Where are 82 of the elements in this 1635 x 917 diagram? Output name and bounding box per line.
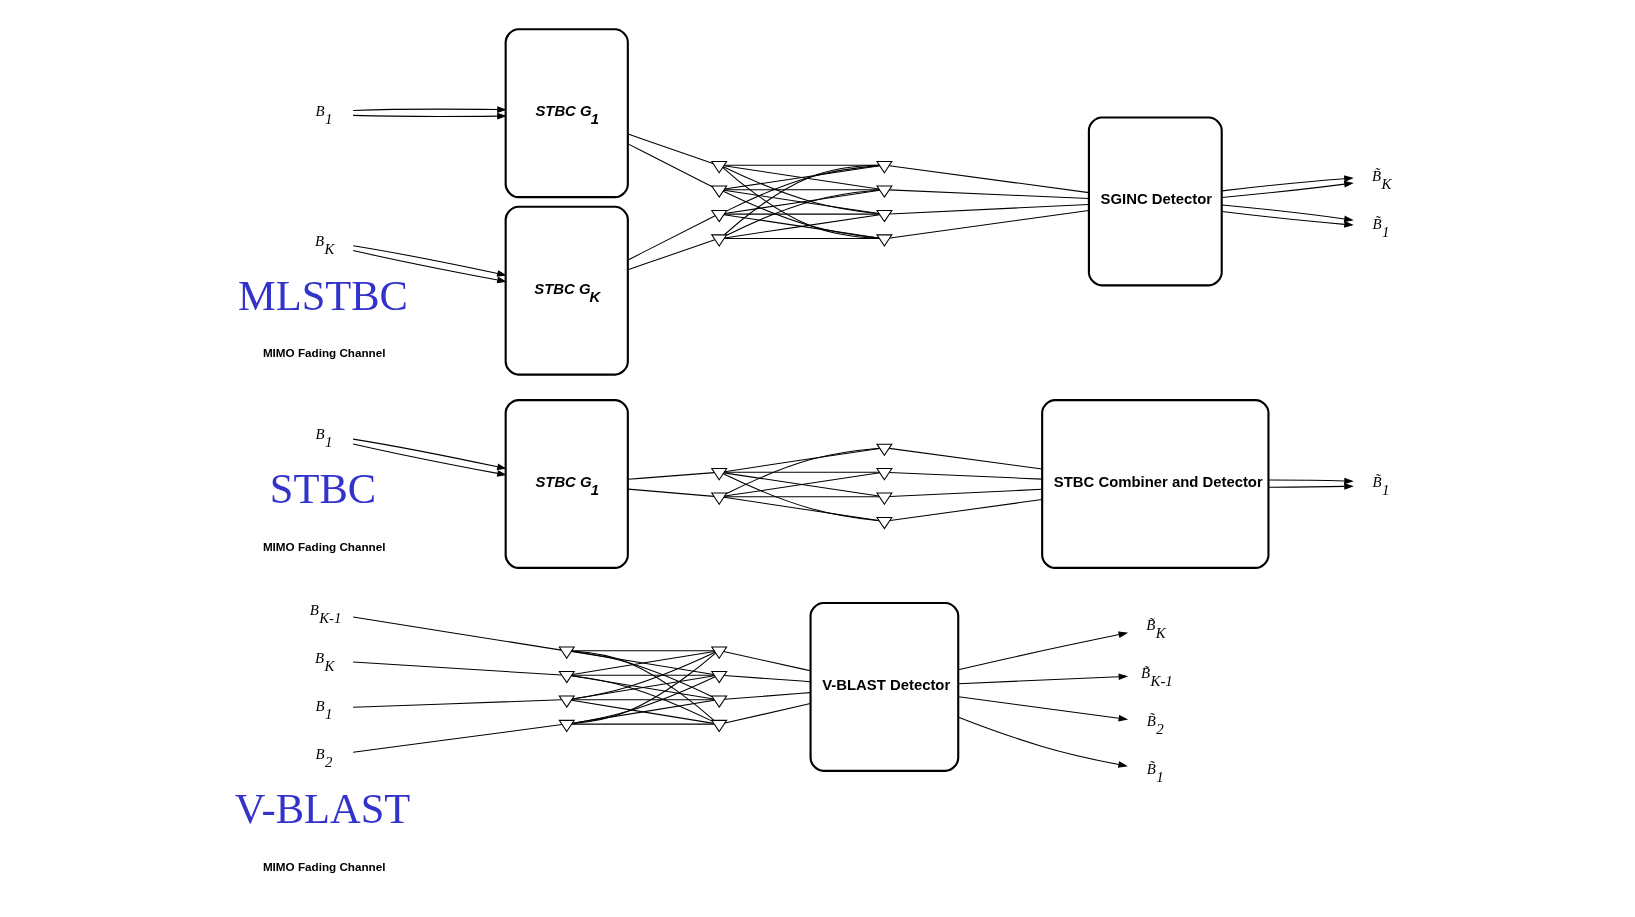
arrow xyxy=(1267,477,1354,485)
arrow xyxy=(957,696,1128,722)
node-antenna xyxy=(710,492,728,506)
node-antenna xyxy=(875,161,893,174)
node-antenna xyxy=(557,719,575,733)
connector xyxy=(570,674,715,676)
connector xyxy=(888,488,1043,498)
connector xyxy=(723,496,880,498)
label: MIMO Fading Channel xyxy=(262,539,385,553)
connector xyxy=(627,239,715,271)
label: V-BLAST xyxy=(234,784,410,832)
node-antenna xyxy=(710,161,728,174)
connector xyxy=(723,238,880,240)
node-antenna xyxy=(557,646,575,660)
connector xyxy=(627,472,715,480)
node-antenna xyxy=(875,185,893,199)
arrow xyxy=(352,438,507,471)
node-antenna xyxy=(875,492,893,506)
connector xyxy=(888,471,1042,480)
node-box: SGINC Detector xyxy=(1087,116,1223,287)
arrow xyxy=(352,443,507,477)
arrow xyxy=(1220,180,1354,198)
node-antenna xyxy=(710,468,728,481)
node-antenna xyxy=(875,443,893,457)
node-antenna xyxy=(710,719,728,733)
connector xyxy=(888,189,1089,200)
connector xyxy=(570,723,715,725)
connector xyxy=(889,499,1043,522)
node-antenna xyxy=(875,209,893,223)
connector xyxy=(889,209,1089,239)
connector xyxy=(352,661,562,676)
node-antenna xyxy=(710,209,728,223)
arrow xyxy=(352,250,507,284)
connector xyxy=(723,471,880,473)
connector xyxy=(723,703,811,724)
connector xyxy=(627,133,714,165)
connector xyxy=(888,204,1089,215)
node-antenna xyxy=(875,468,893,481)
node-antenna xyxy=(710,671,728,684)
arrow xyxy=(1220,175,1354,192)
node-antenna xyxy=(557,695,575,709)
label: MLSTBC xyxy=(237,271,408,319)
node-box: V-BLAST Detector xyxy=(809,601,959,772)
arrow xyxy=(957,631,1128,671)
connector xyxy=(888,447,1042,470)
arrow xyxy=(957,673,1128,685)
node-antenna xyxy=(710,646,728,660)
arrow xyxy=(957,716,1128,768)
connector xyxy=(725,447,880,495)
connector xyxy=(352,616,562,651)
connector xyxy=(723,447,880,473)
node-antenna xyxy=(875,516,893,530)
connector xyxy=(570,650,715,652)
label: MIMO Fading Channel xyxy=(262,346,385,360)
connector xyxy=(352,699,562,708)
node-antenna xyxy=(557,671,575,684)
node-antenna xyxy=(710,185,728,199)
connector xyxy=(723,692,811,700)
node-box: STBC Combiner and Detector xyxy=(1040,399,1269,569)
node-antenna xyxy=(710,695,728,709)
arrow xyxy=(352,245,507,277)
arrow xyxy=(1220,210,1354,228)
arrow xyxy=(352,112,507,120)
node-antenna xyxy=(710,234,728,247)
connector xyxy=(627,215,716,261)
connector xyxy=(722,473,880,522)
connector xyxy=(722,651,811,672)
connector xyxy=(627,143,713,188)
connector xyxy=(352,724,562,753)
connector xyxy=(723,675,811,683)
label: MIMO Fading Channel xyxy=(262,859,385,873)
connector xyxy=(570,699,715,701)
arrow xyxy=(1267,483,1354,490)
connector xyxy=(627,488,714,497)
label: STBC xyxy=(269,465,376,513)
connector xyxy=(723,189,880,191)
arrow xyxy=(352,106,507,113)
node-antenna xyxy=(875,234,893,247)
connector xyxy=(722,496,879,522)
connector xyxy=(723,213,880,215)
connector xyxy=(888,165,1089,194)
arrow xyxy=(1220,204,1354,223)
